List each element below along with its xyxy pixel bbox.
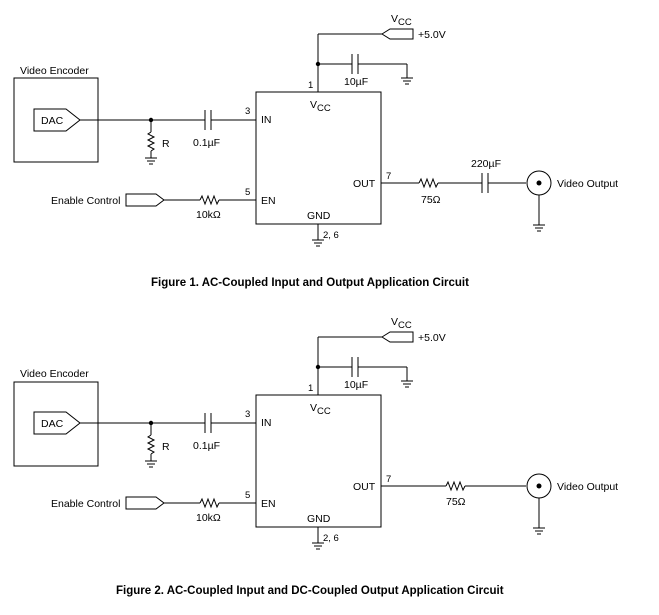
termination-resistor bbox=[146, 434, 156, 455]
dac-label: DAC bbox=[41, 115, 64, 127]
pin-en-number: 5 bbox=[245, 187, 250, 198]
vcc-supply-subscript: CC bbox=[398, 320, 412, 331]
pin-en-number: 5 bbox=[245, 490, 250, 501]
enable-resistor-label: 10kΩ bbox=[196, 512, 221, 524]
ic-out-label: OUT bbox=[353, 481, 376, 493]
output-capacitor-label: 220µF bbox=[471, 158, 501, 170]
dac-symbol bbox=[33, 108, 81, 132]
video-encoder-label: Video Encoder bbox=[20, 65, 89, 77]
vcc-supply-label: V bbox=[391, 13, 398, 25]
input-capacitor-label: 0.1µF bbox=[193, 440, 220, 452]
ic-vcc-label: V bbox=[310, 99, 317, 111]
ic-in-label: IN bbox=[261, 417, 272, 429]
enable-resistor bbox=[199, 194, 220, 206]
jack-center-pin bbox=[536, 180, 542, 186]
enable-input-connector bbox=[125, 496, 165, 510]
enable-input-connector bbox=[125, 193, 165, 207]
input-capacitor-label: 0.1µF bbox=[193, 137, 220, 149]
ic-vcc-label: V bbox=[310, 402, 317, 414]
ic-in-label: IN bbox=[261, 114, 272, 126]
ic-en-label: EN bbox=[261, 195, 276, 207]
figure-2-circuit: Video Encoder DAC 0.1µF R Enable Control… bbox=[13, 316, 618, 597]
bypass-capacitor-label: 10µF bbox=[344, 76, 368, 88]
vcc-supply-label: V bbox=[391, 316, 398, 328]
vcc-supply-connector bbox=[381, 28, 414, 40]
output-resistor-label: 75Ω bbox=[421, 194, 441, 206]
ic-gnd-label: GND bbox=[307, 513, 331, 525]
video-encoder-block bbox=[13, 381, 99, 467]
pin-in-number: 3 bbox=[245, 106, 250, 117]
video-encoder-label: Video Encoder bbox=[20, 368, 89, 380]
ic-out-label: OUT bbox=[353, 178, 376, 190]
supply-voltage-label: +5.0V bbox=[418, 332, 446, 344]
video-output-label: Video Output bbox=[557, 178, 618, 190]
pin-out-number: 7 bbox=[386, 474, 391, 485]
dac-symbol bbox=[33, 411, 81, 435]
pin-vcc-number: 1 bbox=[308, 383, 313, 394]
jack-center-pin bbox=[536, 483, 542, 489]
ic-vcc-subscript: CC bbox=[317, 406, 331, 417]
pin-in-number: 3 bbox=[245, 409, 250, 420]
vcc-supply-connector bbox=[381, 331, 414, 343]
enable-control-label: Enable Control bbox=[51, 195, 120, 207]
figure-1-caption: Figure 1. AC-Coupled Input and Output Ap… bbox=[151, 277, 469, 289]
enable-resistor-label: 10kΩ bbox=[196, 209, 221, 221]
resistor-r-label: R bbox=[162, 138, 170, 150]
supply-voltage-label: +5.0V bbox=[418, 29, 446, 41]
video-output-label: Video Output bbox=[557, 481, 618, 493]
pin-gnd-number: 2, 6 bbox=[323, 230, 339, 241]
termination-resistor bbox=[146, 131, 156, 152]
vcc-supply-subscript: CC bbox=[398, 17, 412, 28]
output-resistor bbox=[418, 177, 439, 189]
ic-gnd-label: GND bbox=[307, 210, 331, 222]
dac-label: DAC bbox=[41, 418, 64, 430]
output-resistor bbox=[445, 480, 466, 492]
ic-vcc-subscript: CC bbox=[317, 103, 331, 114]
output-resistor-label: 75Ω bbox=[446, 496, 466, 508]
pin-out-number: 7 bbox=[386, 171, 391, 182]
enable-control-label: Enable Control bbox=[51, 498, 120, 510]
resistor-r-label: R bbox=[162, 441, 170, 453]
figure-1-circuit: Video Encoder DAC 0.1µF R Enable Control… bbox=[13, 13, 618, 289]
ic-en-label: EN bbox=[261, 498, 276, 510]
figure-2-caption: Figure 2. AC-Coupled Input and DC-Couple… bbox=[116, 585, 504, 597]
bypass-capacitor-label: 10µF bbox=[344, 379, 368, 391]
enable-resistor bbox=[199, 497, 220, 509]
pin-gnd-number: 2, 6 bbox=[323, 533, 339, 544]
pin-vcc-number: 1 bbox=[308, 80, 313, 91]
